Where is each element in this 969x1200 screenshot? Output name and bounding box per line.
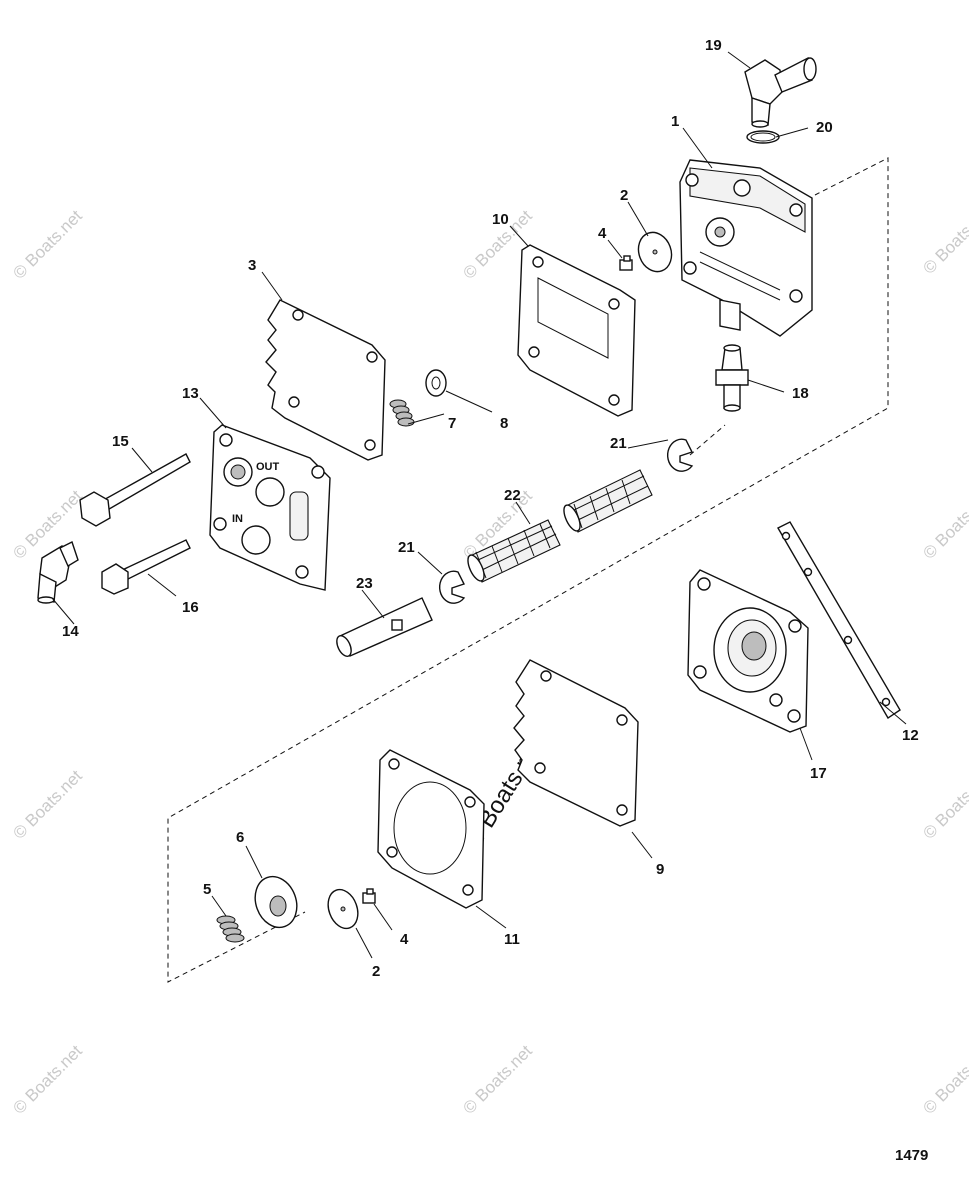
label-19: 19: [705, 37, 722, 54]
assembly-dashed-lines: [167, 157, 889, 983]
part-18-barbed-fitting: [715, 344, 749, 412]
label-4-lower: 4: [400, 931, 409, 948]
leader-lines: [51, 51, 907, 959]
part-19-elbow-fitting: [744, 56, 817, 128]
part-7-spring: [389, 399, 415, 427]
part-labels: 19 20 1 2 4 10 3 8 7 18 13 15 16 14 21 2…: [62, 37, 919, 980]
part-1-pump-body: [679, 159, 813, 337]
label-1: 1: [671, 113, 679, 130]
label-7: 7: [448, 415, 456, 432]
part-12-gasket-strip: [777, 521, 901, 719]
in-marking: IN: [232, 513, 243, 525]
part-3-diaphragm: [265, 299, 386, 461]
label-16: 16: [182, 599, 199, 616]
label-13: 13: [182, 385, 199, 402]
part-4-check-valve: [619, 255, 633, 271]
watermark: © Boats.net: [9, 1041, 86, 1118]
label-2-lower: 2: [372, 963, 380, 980]
part-17-cover: [687, 569, 809, 733]
watermark: © Boats.net: [9, 206, 86, 283]
label-4-upper: 4: [598, 225, 607, 242]
part-15-bolt: [79, 453, 191, 527]
label-23: 23: [356, 575, 373, 592]
part-22-filter-screen: [467, 469, 653, 583]
label-3: 3: [248, 257, 256, 274]
label-14: 14: [62, 623, 79, 640]
watermark: © Boats.net: [919, 1041, 969, 1118]
label-17: 17: [810, 765, 827, 782]
watermark: © Boats.net: [919, 201, 969, 278]
part-4-check-valve: [362, 888, 376, 904]
label-2-upper: 2: [620, 187, 628, 204]
watermark: © Boats.net: [919, 766, 969, 843]
part-9-diaphragm: [513, 659, 639, 827]
label-6: 6: [236, 829, 244, 846]
watermark: © Boats.net: [9, 766, 86, 843]
figure-number: 1479: [895, 1147, 928, 1164]
label-18: 18: [792, 385, 809, 402]
out-marking: OUT: [256, 461, 280, 473]
label-5: 5: [203, 881, 211, 898]
watermark: © Boats.net: [459, 1041, 536, 1118]
part-6-valve-plate: [254, 875, 298, 929]
label-22: 22: [504, 487, 521, 504]
label-12: 12: [902, 727, 919, 744]
part-23-nipple: [336, 597, 433, 657]
label-15: 15: [112, 433, 129, 450]
part-8-retainer: [425, 369, 447, 397]
part-21-clip: [438, 570, 466, 604]
label-21-lower: 21: [398, 539, 415, 556]
label-8: 8: [500, 415, 508, 432]
part-11-gasket: [377, 749, 485, 909]
part-21-clip: [666, 438, 694, 472]
label-20: 20: [816, 119, 833, 136]
part-10-gasket: [517, 244, 636, 417]
label-21-upper: 21: [610, 435, 627, 452]
watermarks: © Boats.net © Boats.net © Boats.net © Bo…: [9, 201, 969, 1118]
part-13-cover: OUT IN: [209, 424, 331, 591]
label-9: 9: [656, 861, 664, 878]
label-10: 10: [492, 211, 509, 228]
label-11: 11: [504, 931, 520, 948]
watermark: © Boats.net: [919, 486, 969, 563]
part-14-elbow: [37, 541, 79, 604]
part-16-bolt: [101, 539, 191, 595]
part-5-spring: [216, 915, 245, 943]
